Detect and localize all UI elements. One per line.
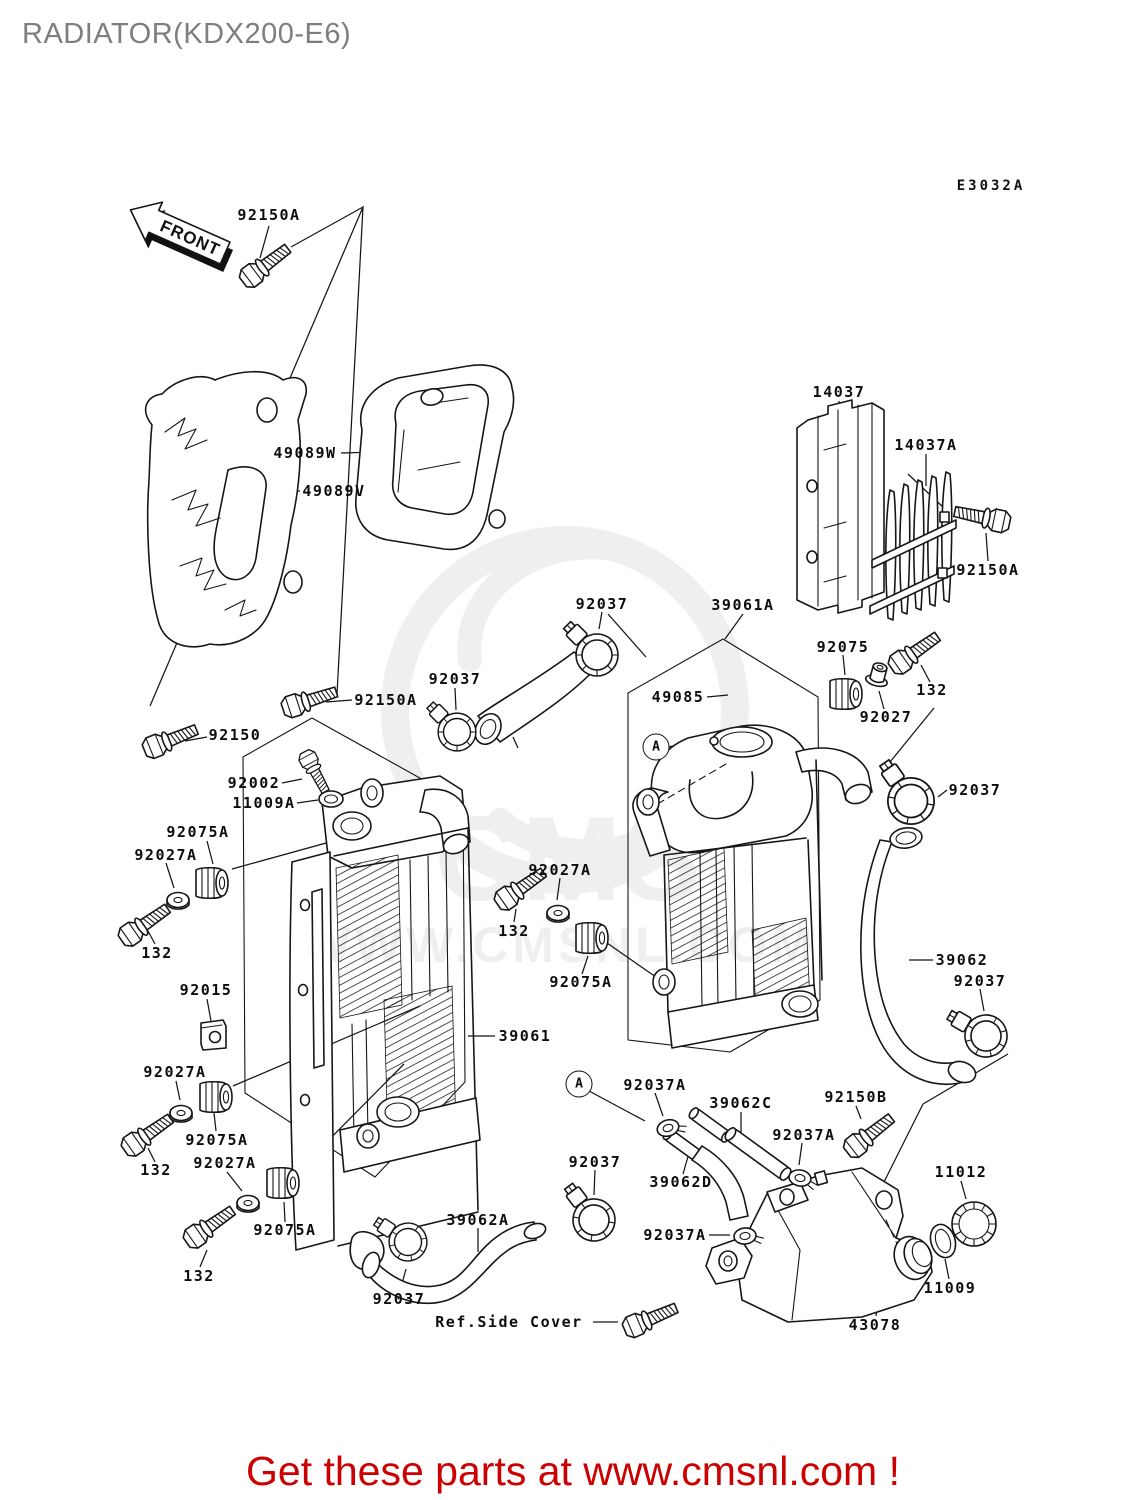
radiator-grille	[796, 399, 885, 614]
part-label-49089V: 49089V	[302, 482, 366, 500]
part-label-92037A: 92037A	[772, 1126, 836, 1144]
callout-letter: A	[565, 1070, 593, 1098]
part-label-92150A: 92150A	[237, 206, 301, 224]
part-label-Ref.Side Cover: Ref.Side Cover	[435, 1313, 583, 1331]
part-label-49085: 49085	[651, 688, 705, 706]
left-radiator	[289, 775, 481, 1271]
part-label-92037: 92037	[953, 972, 1007, 990]
part-label-39062A: 39062A	[446, 1211, 510, 1229]
part-label-14037A: 14037A	[894, 436, 958, 454]
clip-92015	[200, 1019, 227, 1051]
part-label-14037: 14037	[812, 383, 866, 401]
part-label-92037: 92037	[575, 595, 629, 613]
part-label-92075A: 92075A	[253, 1221, 317, 1239]
part-label-92027A: 92027A	[143, 1063, 207, 1081]
part-label-92150A: 92150A	[354, 691, 418, 709]
part-label-92037A: 92037A	[643, 1226, 707, 1244]
part-label-92037: 92037	[372, 1290, 426, 1308]
tank-oring	[929, 1223, 957, 1259]
radiator-guard	[869, 471, 957, 621]
part-label-92027A: 92027A	[134, 846, 198, 864]
part-label-92075A: 92075A	[166, 823, 230, 841]
part-label-132: 132	[916, 681, 948, 699]
part-label-92150: 92150	[208, 726, 262, 744]
part-label-92002: 92002	[227, 774, 281, 792]
left-assembly-box	[242, 717, 466, 1178]
part-label-43078: 43078	[848, 1316, 902, 1334]
part-label-92075A: 92075A	[185, 1131, 249, 1149]
part-label-132: 132	[498, 922, 530, 940]
part-label-49089W: 49089W	[273, 444, 337, 462]
part-label-92027A: 92027A	[528, 861, 592, 879]
part-label-92015: 92015	[179, 981, 233, 999]
louver-cover-right	[355, 364, 515, 551]
part-label-132: 132	[141, 944, 173, 962]
hose-39062d	[662, 1128, 749, 1221]
part-label-39062: 39062	[935, 951, 989, 969]
page-title: RADIATOR(KDX200-E6)	[22, 18, 352, 50]
part-label-92027: 92027	[859, 708, 913, 726]
hose-39062a	[361, 1221, 547, 1305]
right-radiator	[632, 724, 873, 1049]
part-label-11009: 11009	[923, 1279, 977, 1297]
hose-39062	[860, 827, 977, 1086]
part-label-92037: 92037	[948, 781, 1002, 799]
part-label-92037A: 92037A	[623, 1076, 687, 1094]
part-label-92150A: 92150A	[956, 561, 1020, 579]
part-label-92037: 92037	[428, 670, 482, 688]
part-label-39062C: 39062C	[709, 1094, 773, 1112]
part-label-132: 132	[140, 1161, 172, 1179]
part-label-92150B: 92150B	[824, 1088, 888, 1106]
callout-letter: A	[642, 733, 670, 761]
louver-cover-left	[144, 370, 308, 648]
part-label-39061A: 39061A	[711, 596, 775, 614]
diagram-code: E3032A	[956, 178, 1026, 194]
right-assembly-box	[627, 638, 821, 1053]
part-label-39061: 39061	[498, 1027, 552, 1045]
banner-link[interactable]: Get these parts at www.cmsnl.com !	[246, 1448, 900, 1494]
part-label-39062D: 39062D	[649, 1173, 713, 1191]
reserve-tank	[705, 1167, 933, 1323]
part-label-11009A: 11009A	[232, 794, 296, 812]
part-label-92075A: 92075A	[549, 973, 613, 991]
part-label-11012: 11012	[934, 1163, 988, 1181]
part-label-92027A: 92027A	[193, 1154, 257, 1172]
part-label-92037: 92037	[568, 1153, 622, 1171]
part-label-132: 132	[183, 1267, 215, 1285]
tank-cap	[951, 1201, 997, 1247]
part-label-92075: 92075	[816, 638, 870, 656]
